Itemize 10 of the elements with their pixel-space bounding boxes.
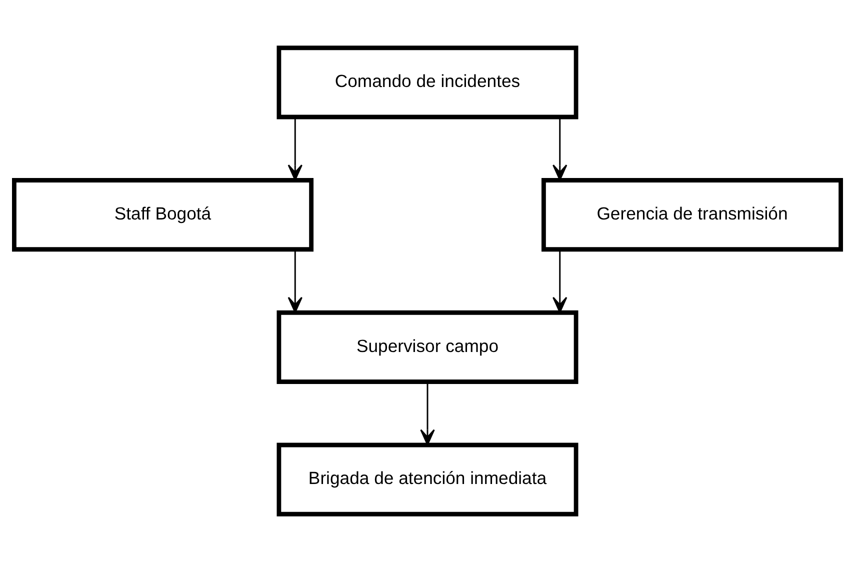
arrow	[288, 116, 302, 180]
node-box: Supervisor campo	[276, 310, 578, 384]
node-box: Comando de incidentes	[276, 45, 578, 119]
arrow	[288, 249, 302, 312]
arrow	[552, 249, 568, 312]
arrow	[420, 381, 435, 445]
node-box: Brigada de atención inmediata	[276, 442, 578, 516]
node-box: Staff Bogotá	[12, 178, 314, 252]
arrow	[552, 116, 568, 180]
node-box: Gerencia de transmisión	[541, 178, 843, 252]
